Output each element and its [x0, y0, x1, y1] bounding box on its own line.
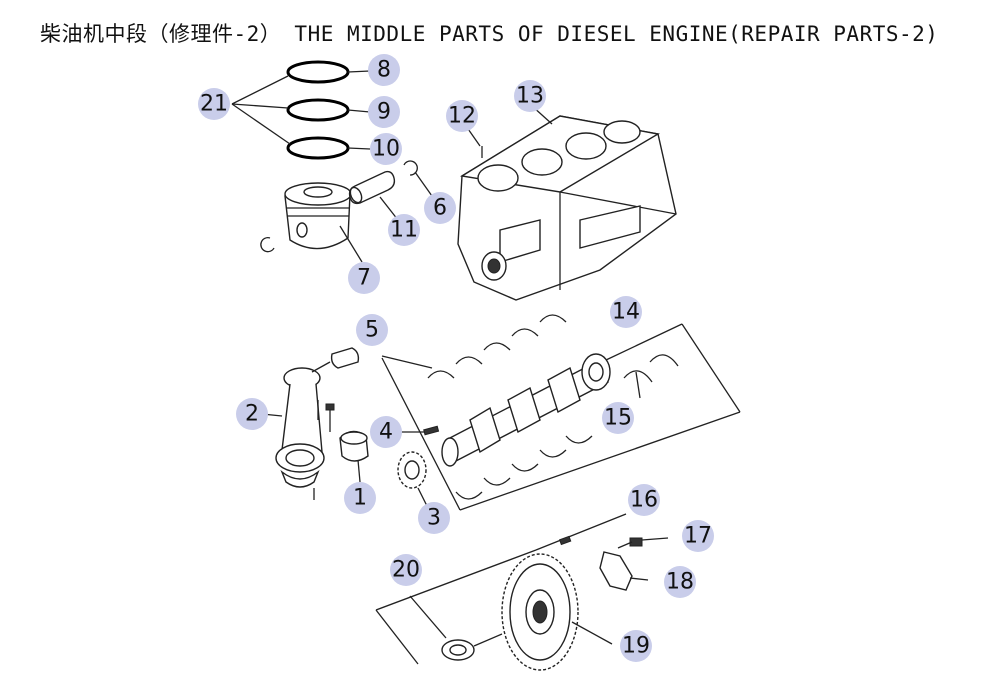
svg-text:1: 1 — [353, 486, 367, 511]
svg-text:14: 14 — [612, 300, 640, 325]
svg-text:19: 19 — [622, 634, 650, 659]
main-bearings-lower — [455, 435, 593, 500]
callout-8: 8 — [368, 54, 400, 86]
svg-text:4: 4 — [379, 420, 393, 445]
callout-9: 9 — [368, 96, 400, 128]
flywheel — [501, 553, 613, 671]
svg-text:21: 21 — [200, 92, 228, 117]
callout-20: 20 — [390, 554, 422, 586]
svg-text:6: 6 — [433, 196, 447, 221]
crankshaft-gear — [397, 451, 429, 509]
callout-2: 2 — [236, 398, 268, 430]
ring-leader-lines — [231, 70, 371, 150]
flywheel-pilot-bearing — [441, 633, 503, 661]
page-title: 柴油机中段（修理件-2） THE MIDDLE PARTS OF DIESEL … — [40, 22, 939, 46]
callout-3: 3 — [418, 502, 450, 534]
callout-5: 5 — [356, 314, 388, 346]
piston-ring-oil — [286, 136, 350, 160]
svg-text:18: 18 — [666, 570, 694, 595]
callout-11: 11 — [388, 214, 420, 246]
flywheel-bolt — [617, 537, 669, 549]
piston — [284, 182, 363, 263]
svg-text:11: 11 — [390, 218, 418, 243]
connecting-rod-bushing — [311, 347, 360, 373]
dowel-pin-flywheel — [535, 513, 627, 551]
callout-1: 1 — [344, 482, 376, 514]
block-dowel-pin — [465, 125, 483, 158]
svg-text:17: 17 — [684, 524, 712, 549]
callout-12: 12 — [446, 100, 478, 132]
callout-21: 21 — [198, 88, 230, 120]
connecting-rod-bolt — [325, 403, 335, 432]
callout-15: 15 — [602, 402, 634, 434]
svg-text:10: 10 — [372, 137, 400, 162]
svg-text:3: 3 — [427, 506, 441, 531]
callout-6: 6 — [424, 192, 456, 224]
svg-text:15: 15 — [604, 406, 632, 431]
callout-19: 19 — [620, 630, 652, 662]
svg-text:9: 9 — [377, 100, 391, 125]
thrust-washers — [623, 354, 679, 399]
svg-text:20: 20 — [392, 558, 420, 583]
callout-14: 14 — [610, 296, 642, 328]
piston-pin — [348, 170, 399, 221]
callout-17: 17 — [682, 520, 714, 552]
callout-10: 10 — [370, 133, 402, 165]
svg-text:2: 2 — [245, 402, 259, 427]
svg-text:8: 8 — [377, 58, 391, 83]
crankshaft — [441, 353, 611, 467]
callout-18: 18 — [664, 566, 696, 598]
svg-text:7: 7 — [357, 266, 371, 291]
main-bearings-upper — [427, 314, 567, 379]
piston-ring-top — [286, 60, 350, 84]
piston-pin-clip — [403, 160, 433, 197]
piston-pin-clip-left — [260, 237, 275, 253]
cylinder-block — [457, 105, 677, 301]
svg-text:12: 12 — [448, 104, 476, 129]
flywheel-lock-plate — [599, 551, 649, 591]
connecting-rod-bearing — [339, 430, 369, 483]
crankshaft-box-outline — [381, 323, 741, 511]
svg-text:16: 16 — [630, 488, 658, 513]
piston-ring-second — [286, 98, 350, 122]
callout-16: 16 — [628, 484, 660, 516]
callout-4: 4 — [370, 416, 402, 448]
svg-text:13: 13 — [516, 84, 544, 109]
connecting-rod — [261, 367, 325, 500]
callout-13: 13 — [514, 80, 546, 112]
callout-7: 7 — [348, 262, 380, 294]
svg-text:5: 5 — [365, 318, 379, 343]
flywheel-box-outline — [375, 549, 537, 665]
